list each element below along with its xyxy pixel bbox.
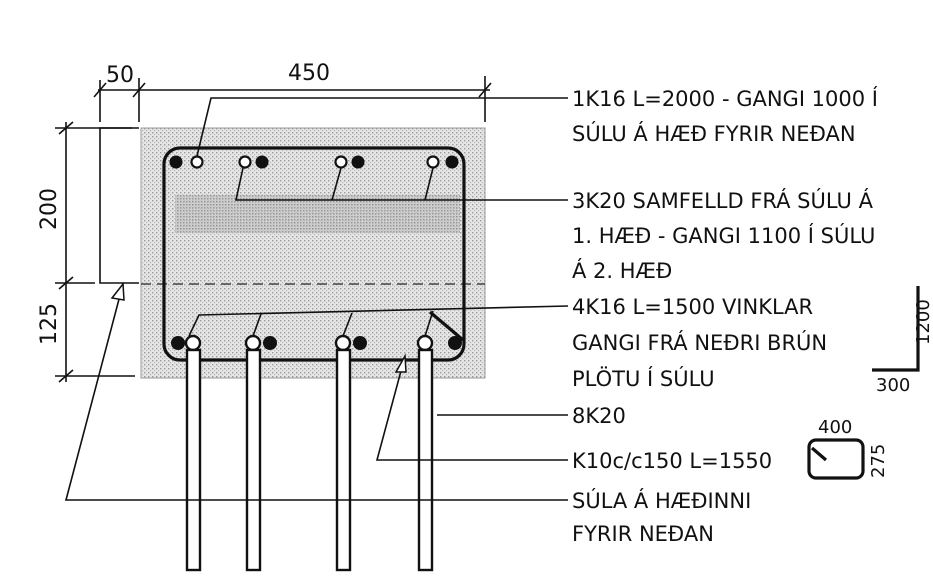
stirrup-detail [807,438,865,480]
leader-arrow-column [110,281,125,301]
angle-bar-detail [872,286,920,372]
slab-shading-band [175,195,460,233]
callout-column-line2: FYRIR NEÐAN [572,522,714,546]
stirrup-detail-hook [810,446,828,462]
callout-1k16-line2: SÚLU Á HÆÐ FYRIR NEÐAN [572,121,856,146]
left-dimension-lines [55,121,135,383]
angle-detail-horizontal: 300 [876,375,910,396]
leader-arrow-k10 [394,353,407,373]
callout-4k16-line2: GANGI FRÁ NEÐRI BRÚN [572,330,827,355]
callout-1k16-line1: 1K16 L=2000 - GANGI 1000 Í [572,86,878,111]
stirrup [162,146,466,362]
dim-450: 450 [288,61,330,86]
column-below-outline [99,127,139,284]
stirrup-detail-height: 275 [868,444,889,478]
dim-50: 50 [106,63,134,88]
callout-3k20-line1: 3K20 SAMFELLD FRÁ SÚLU Á [572,188,874,213]
callout-3k20-line3: Á 2. HÆÐ [572,258,672,283]
callout-4k16-line1: 4K16 L=1500 VINKLAR [572,295,813,319]
stirrup-detail-width: 400 [818,417,852,438]
callout-8k20: 8K20 [572,404,626,428]
callout-k10: K10c/c150 L=1550 [572,449,772,473]
top-bars [169,155,459,169]
dim-125: 125 [37,303,62,345]
callout-3k20-line2: 1. HÆÐ - GANGI 1100 Í SÚLU [572,223,875,248]
callout-4k16-line3: PLÖTU Í SÚLU [572,366,715,391]
dim-200: 200 [37,188,62,230]
stirrup-hook [428,310,465,342]
callout-column-line1: SÚLA Á HÆÐINNI [572,488,751,513]
leader-lines [64,97,569,501]
angle-detail-vertical: 1200 [913,299,933,345]
top-dimension-lines [93,76,492,122]
